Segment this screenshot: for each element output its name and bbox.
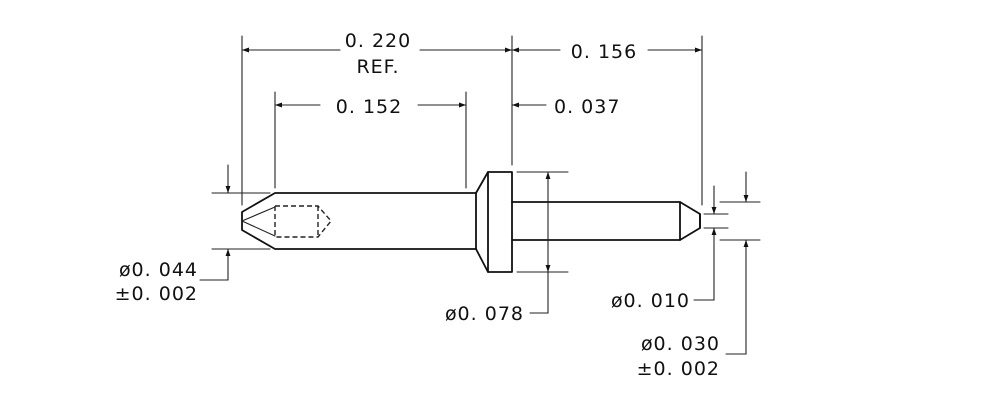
collar-width-label: 0. 037 xyxy=(554,96,620,118)
overall-ref-note: REF. xyxy=(356,56,399,78)
collar-dia-label: ø0. 078 xyxy=(445,303,524,325)
body-dia-tol-label: ±0. 002 xyxy=(115,283,198,305)
tip-flat-dia-label: ø0. 010 xyxy=(611,290,690,312)
extension-lines xyxy=(211,35,761,273)
tail-length-label: 0. 156 xyxy=(571,41,637,63)
part-outline xyxy=(241,171,701,273)
dimension-lines xyxy=(199,47,749,355)
body-length-label: 0. 152 xyxy=(336,96,402,118)
hidden-cavity xyxy=(241,205,332,238)
tail-dia-tol-label: ±0. 002 xyxy=(637,358,720,380)
overall-ref-label: 0. 220 xyxy=(345,30,411,52)
body-dia-label: ø0. 044 xyxy=(119,259,198,281)
tail-dia-label: ø0. 030 xyxy=(641,333,720,355)
